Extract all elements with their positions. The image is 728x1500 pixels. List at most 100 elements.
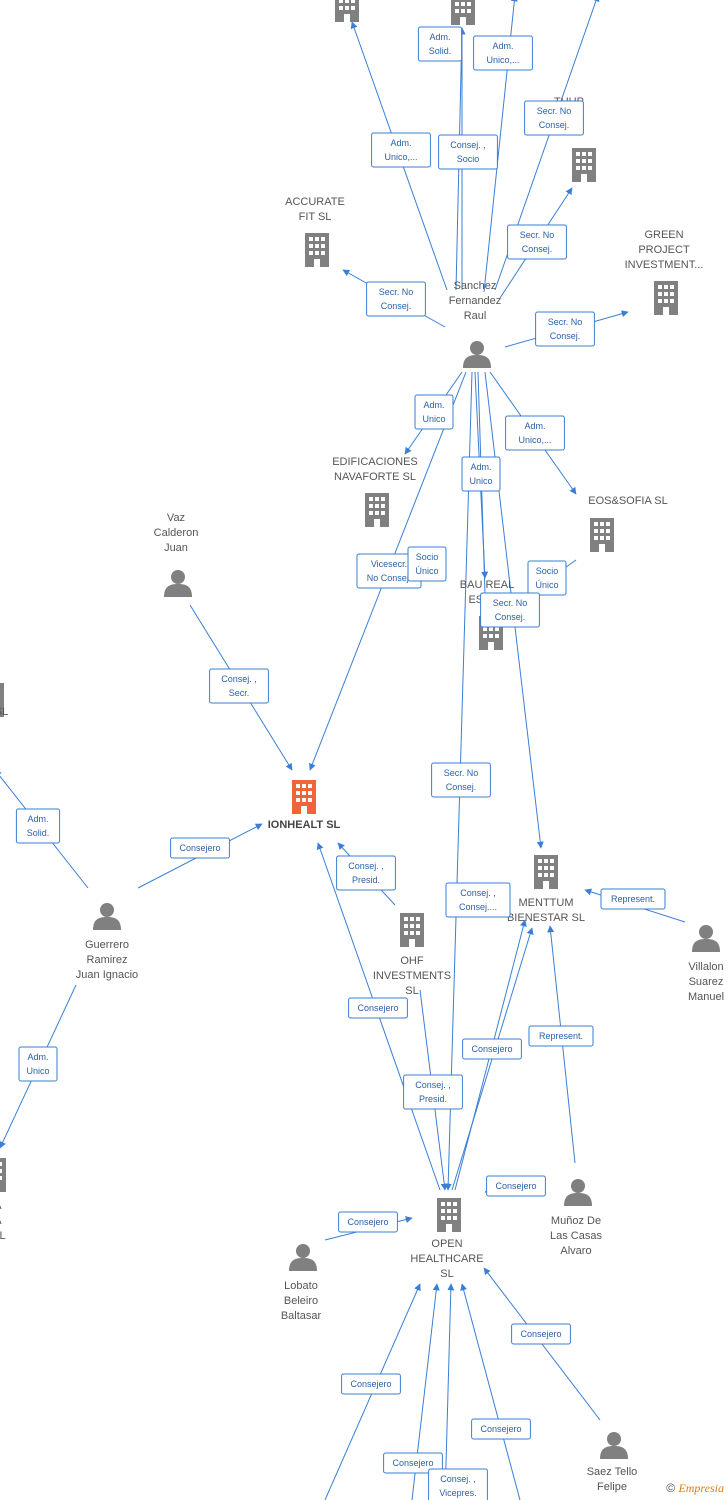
edge-label[interactable]: Represent. <box>600 888 666 910</box>
edge-label-text: Adm. <box>27 1052 48 1062</box>
building-icon <box>451 0 475 25</box>
edge-label[interactable]: Adm.Solid. <box>15 808 61 844</box>
edge-label[interactable]: Consej. ,Consej.... <box>445 882 511 918</box>
footer-credit: © Empresia <box>666 1481 724 1496</box>
edge-label[interactable]: Consejero <box>471 1418 531 1440</box>
node-green[interactable]: GREENPROJECTINVESTMENT... <box>625 229 704 315</box>
edge-label-text: Consejero <box>495 1181 536 1191</box>
brand-logo[interactable]: Empresia <box>678 1481 724 1495</box>
edge-label-text: Único <box>415 566 438 576</box>
edge-label[interactable]: Consej. , Vicepres. <box>428 1468 488 1500</box>
node-label: Alvaro <box>560 1245 591 1257</box>
edge-label-text: Consej. , <box>440 1474 476 1484</box>
edge-label-text: No Consej. <box>367 573 412 583</box>
edge-label-text: Represent. <box>539 1031 583 1041</box>
person-icon <box>289 1244 317 1271</box>
edge-label[interactable]: Consej. ,Socio <box>438 134 498 170</box>
edge-label-box <box>371 132 431 168</box>
node-eos[interactable]: EOS&SOFIA SL <box>588 495 668 552</box>
node-label: EDIFICACIONES <box>332 456 418 468</box>
node-label: BIENESTAR SL <box>507 912 585 924</box>
edge-label[interactable]: Represent. <box>528 1025 594 1047</box>
building-icon <box>365 493 389 527</box>
edge-label-box <box>528 1025 594 1047</box>
node-left_top[interactable]: COS SL <box>0 683 8 718</box>
edge-label[interactable]: Consejero <box>341 1373 401 1395</box>
node-label: Manuel <box>688 991 724 1003</box>
edge-label[interactable]: Consejero <box>486 1175 546 1197</box>
edge-b4-open <box>460 1283 521 1500</box>
edge-label-text: Adm. <box>492 41 513 51</box>
edge-label-text: Unico,... <box>486 55 519 65</box>
node-n_top2[interactable] <box>451 0 475 25</box>
node-n_top1[interactable] <box>335 0 359 22</box>
edge-label[interactable]: Adm.Unico,... <box>371 132 431 168</box>
node-label: Fernandez <box>449 295 502 307</box>
edge-label-text: Consejero <box>350 1379 391 1389</box>
edge-label-box <box>461 456 501 492</box>
building-icon <box>0 1158 6 1192</box>
edge-label[interactable]: Adm.Unico,... <box>505 415 565 451</box>
node-label: INVESTMENTS <box>373 970 451 982</box>
edge-label-box <box>473 35 533 71</box>
edge-label[interactable]: Adm.Unico <box>18 1046 58 1082</box>
person-icon <box>463 341 491 368</box>
edge-label-box <box>417 26 463 62</box>
edge-label-box <box>338 1211 398 1233</box>
edge-label-box <box>348 997 408 1019</box>
edge-label[interactable]: Consejero <box>511 1323 571 1345</box>
edge-label[interactable]: Consejero <box>462 1038 522 1060</box>
node-label: Las Casas <box>550 1230 602 1242</box>
node-ionhealt[interactable]: IONHEALT SL <box>268 780 341 831</box>
edge-label[interactable]: Adm.Unico <box>414 394 454 430</box>
node-label: CA <box>0 1200 2 1212</box>
edge-label-box <box>209 668 269 704</box>
edge-label[interactable]: Consejero <box>348 997 408 1019</box>
edge-label[interactable]: Consej. ,Presid. <box>403 1074 463 1110</box>
edge-label-text: Único <box>535 580 558 590</box>
edge-label-text: Presid. <box>352 875 380 885</box>
edge-label-text: Consej.... <box>459 902 497 912</box>
edge-label[interactable]: Consej. ,Presid. <box>336 855 396 891</box>
edge-label-box <box>486 1175 546 1197</box>
node-left_bot[interactable]: CACAA SL <box>0 1158 6 1242</box>
edge-label-text: Secr. No <box>520 230 555 240</box>
edge-label[interactable]: Consejero <box>338 1211 398 1233</box>
edge-label[interactable]: Consej. ,Secr. <box>209 668 269 704</box>
edge-label-text: Adm. <box>470 462 491 472</box>
edge-label-text: Consej. , <box>221 674 257 684</box>
node-label: GREEN <box>644 229 683 241</box>
edge-label-box <box>414 394 454 430</box>
edge-label[interactable]: Adm. Unico,... <box>473 35 533 71</box>
edge-label[interactable]: Adm.Unico <box>461 456 501 492</box>
edge-label-text: Unico,... <box>384 152 417 162</box>
edge-label-text: Vicepres. <box>439 1488 476 1498</box>
edge-label[interactable]: Consejero <box>170 837 230 859</box>
building-icon <box>534 855 558 889</box>
node-label: Juan <box>164 542 188 554</box>
edge-label[interactable]: Consejero <box>383 1452 443 1474</box>
edge-label[interactable]: Adm.Solid. <box>417 26 463 62</box>
person-icon <box>164 570 192 597</box>
edge-label-box <box>480 592 540 628</box>
